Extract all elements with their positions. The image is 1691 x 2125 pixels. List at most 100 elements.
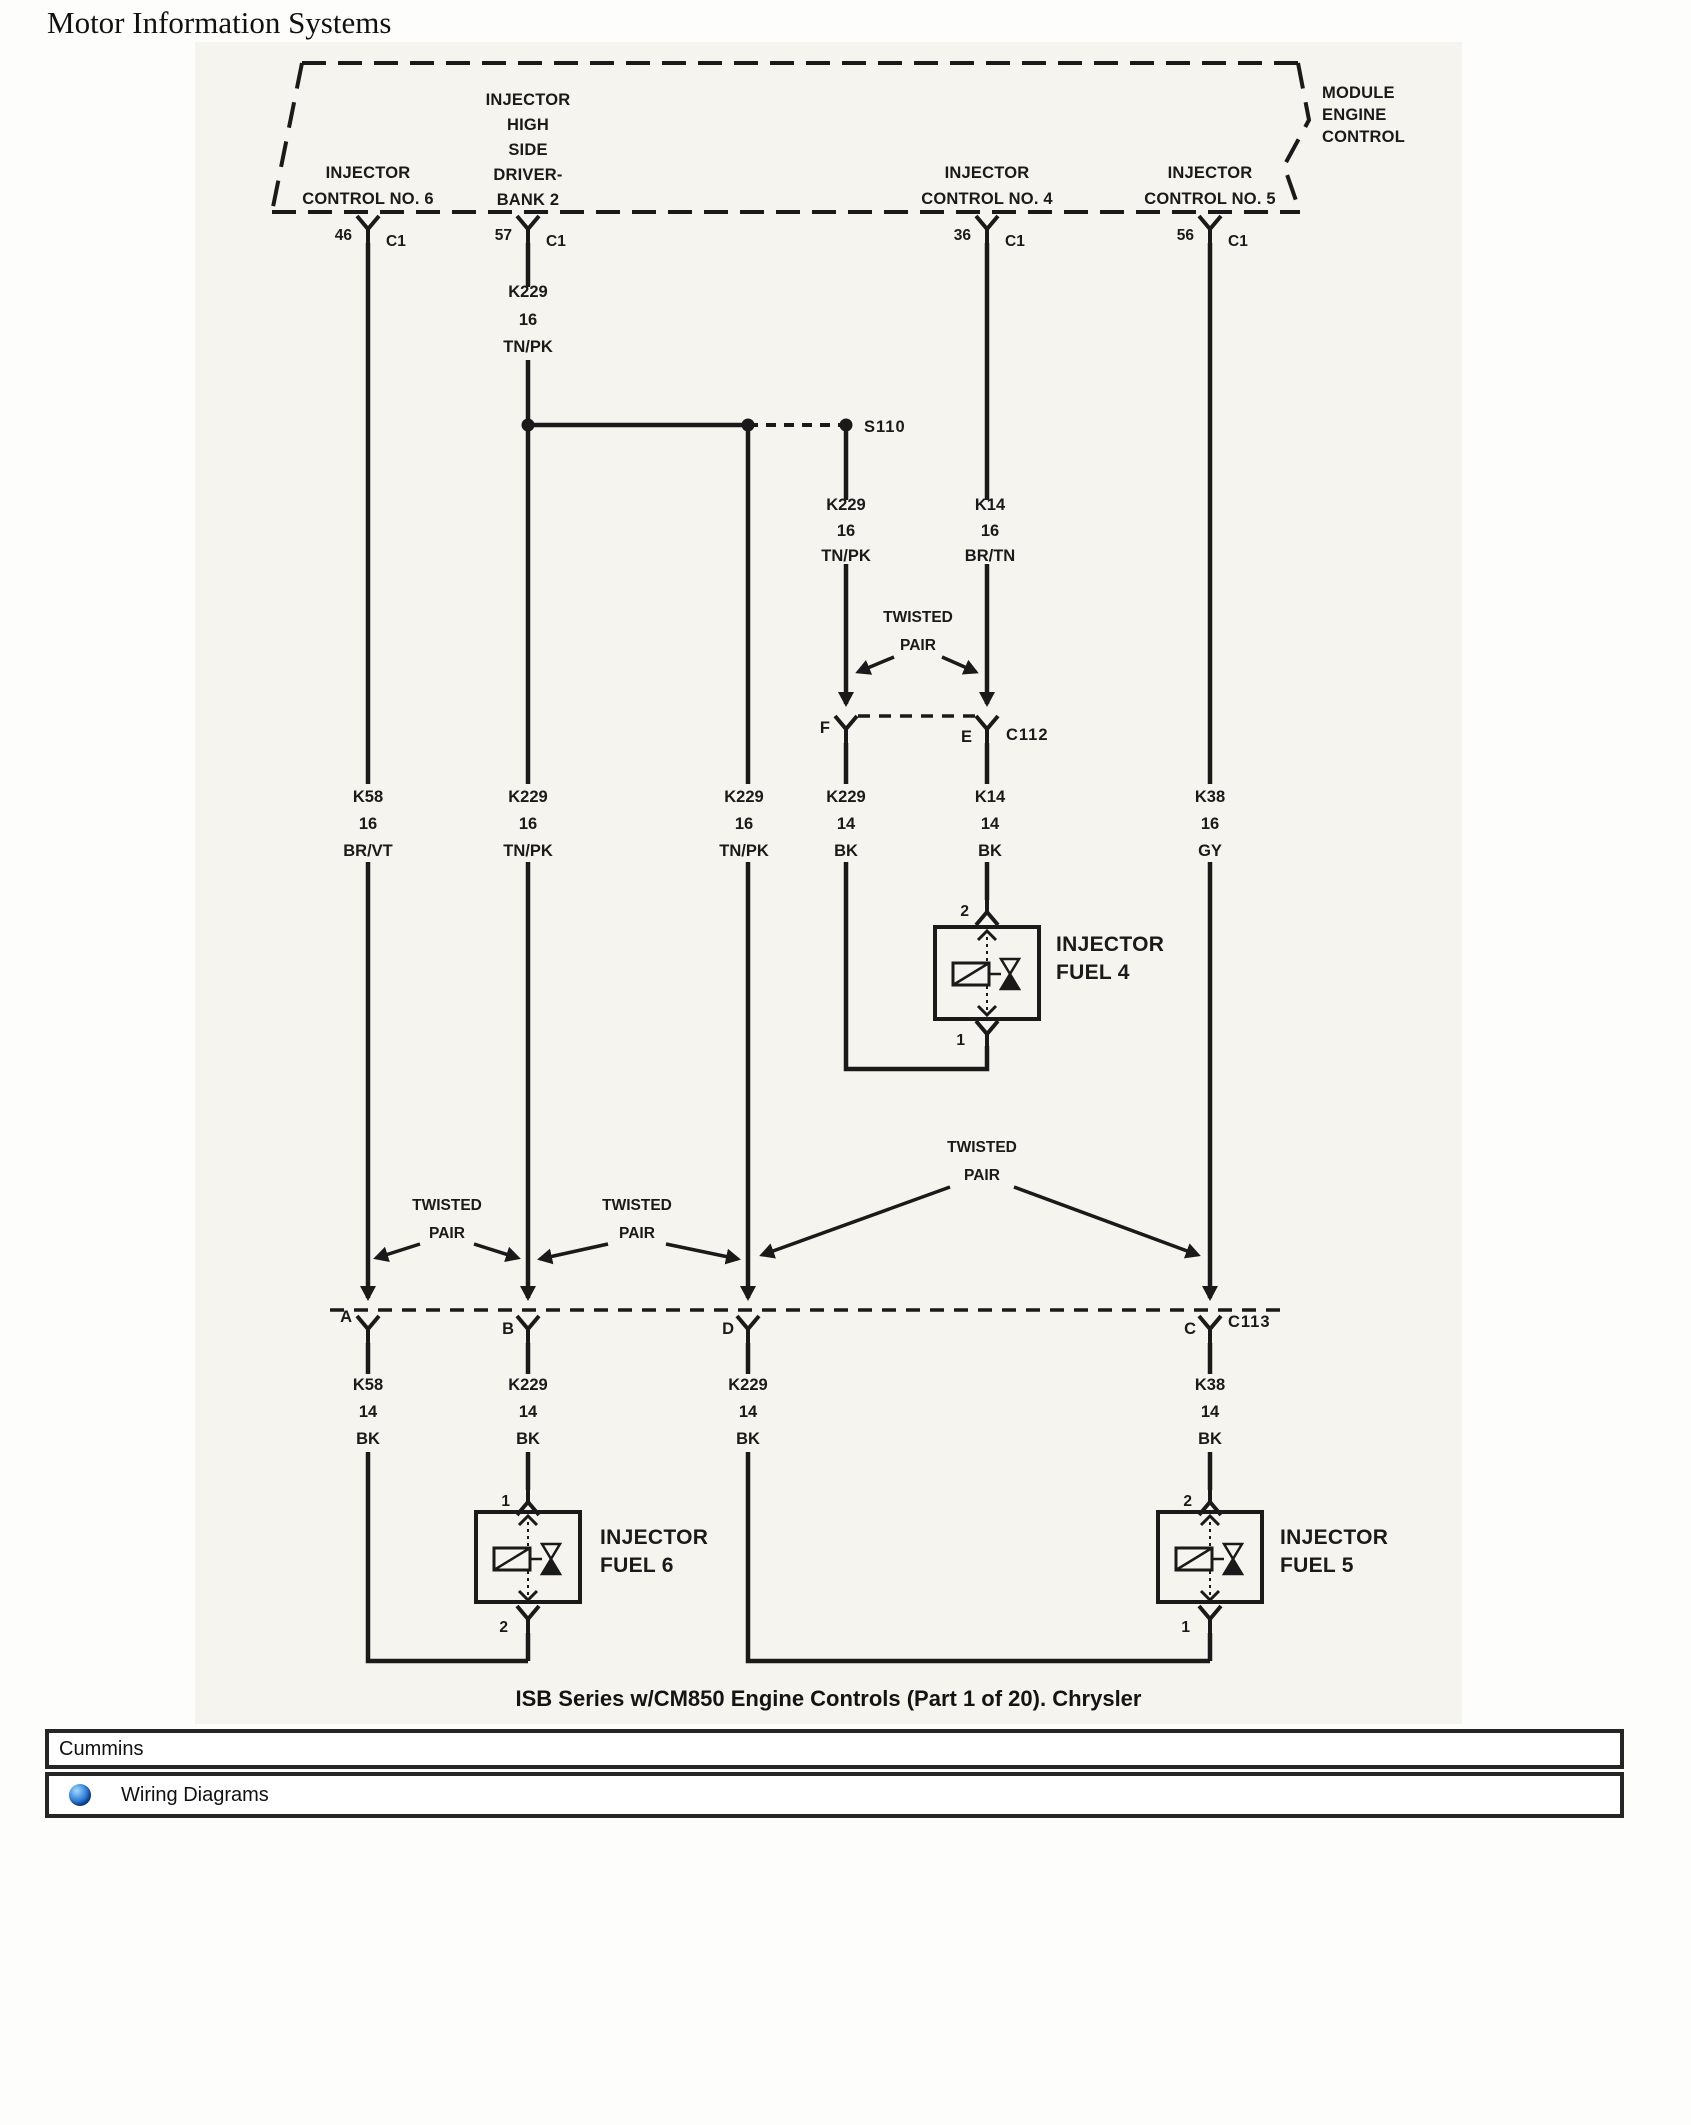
circuit-id: K229	[724, 788, 763, 806]
wire-gauge: 14	[981, 815, 1000, 833]
injector-name: FUEL 4	[1056, 961, 1130, 984]
globe-icon	[69, 1784, 91, 1806]
cavity-letter: E	[961, 728, 972, 746]
wire-color: BK	[356, 1430, 380, 1448]
wire-gauge: 16	[837, 522, 855, 540]
inline-connector-c112: F E C112	[820, 714, 1049, 746]
pin-function-label: HIGH	[507, 116, 549, 134]
wire-color: GY	[1198, 842, 1222, 860]
wire-gauge: 14	[739, 1403, 758, 1421]
pin-function-label: CONTROL NO. 5	[1144, 190, 1276, 208]
wire-label-col3-mid: K229 16 TN/PK	[719, 788, 769, 860]
circuit-id: K14	[975, 496, 1006, 514]
wiring-diagrams-bar[interactable]: Wiring Diagrams	[45, 1772, 1624, 1818]
source-bar: Cummins	[45, 1729, 1624, 1769]
pin-number: 57	[495, 227, 512, 244]
injector-pin-number: 2	[499, 1619, 508, 1636]
ecm-module-label: MODULE ENGINE CONTROL	[1322, 84, 1405, 146]
twisted-pair-label: TWISTED	[602, 1197, 672, 1214]
cavity-letter: F	[820, 719, 830, 737]
wire-label-col3-bottom: K229 14 BK	[728, 1376, 767, 1448]
connector-label: C113	[1228, 1313, 1271, 1331]
wire-color: BK	[834, 842, 858, 860]
wire-label-col2-bottom: K229 14 BK	[508, 1376, 547, 1448]
module-label-line: MODULE	[1322, 84, 1395, 102]
wire-label-col6-bottom: K38 14 BK	[1195, 1376, 1225, 1448]
twisted-pair-label: PAIR	[429, 1225, 465, 1242]
twisted-pair-label: PAIR	[964, 1167, 1000, 1184]
pin-connector: C1	[1228, 233, 1248, 250]
circuit-id: K58	[353, 788, 383, 806]
wire-color: BR/TN	[965, 547, 1015, 565]
pin-connector: C1	[546, 233, 566, 250]
wires	[360, 243, 1218, 1664]
wire-label-col1-mid: K58 16 BR/VT	[343, 788, 393, 860]
wire-color: TN/PK	[719, 842, 769, 860]
cavity-letter: C	[1184, 1320, 1196, 1338]
page-title: Motor Information Systems	[47, 5, 392, 40]
twisted-pair-label: PAIR	[900, 637, 936, 654]
wire-gauge: 14	[519, 1403, 538, 1421]
circuit-id: K58	[353, 1376, 383, 1394]
circuit-id: K229	[826, 496, 865, 514]
pin-function-label: INJECTOR	[1168, 164, 1253, 182]
injector-name: INJECTOR	[1280, 1526, 1388, 1549]
pin-number: 36	[954, 227, 972, 244]
pin-function-label: BANK 2	[497, 191, 560, 209]
twisted-pair-label: PAIR	[619, 1225, 655, 1242]
injector-pin-number: 1	[501, 1493, 510, 1510]
twisted-pair-long: TWISTED PAIR	[759, 1139, 1201, 1259]
circuit-id: K229	[508, 788, 547, 806]
wire-gauge: 16	[359, 815, 377, 833]
wire-gauge: 16	[1201, 815, 1219, 833]
diagram-caption: ISB Series w/CM850 Engine Controls (Part…	[515, 1686, 1142, 1711]
injector-pin-number: 2	[960, 903, 969, 920]
pin-function-label: CONTROL NO. 4	[921, 190, 1053, 208]
wire-label-col2-mid: K229 16 TN/PK	[503, 788, 553, 860]
twisted-pair-label: TWISTED	[947, 1139, 1017, 1156]
circuit-id: K14	[975, 788, 1006, 806]
pin-function-label: INJECTOR	[945, 164, 1030, 182]
wire-gauge: 16	[981, 522, 999, 540]
pin-function-label: DRIVER-	[493, 166, 562, 184]
pin-function-label: INJECTOR	[486, 91, 571, 109]
wire-gauge: 16	[519, 815, 537, 833]
ecm-pin-numbers: 46 C1 57 C1 36 C1 56 C1	[335, 227, 1248, 250]
wire-gauge: 14	[1201, 1403, 1220, 1421]
scan-background	[195, 42, 1462, 1724]
injector-name: FUEL 5	[1280, 1554, 1354, 1577]
circuit-id: K229	[508, 283, 547, 301]
source-label: Cummins	[59, 1737, 144, 1760]
twisted-pair-center: TWISTED PAIR	[537, 1197, 741, 1265]
pin-connector: C1	[1005, 233, 1025, 250]
wire-label-col4-upper: K229 16 TN/PK	[821, 496, 871, 565]
wire-gauge: 16	[519, 311, 537, 329]
twisted-pair-upper: TWISTED PAIR	[855, 609, 979, 675]
wire-label-col4-mid: K229 14 BK	[826, 788, 865, 860]
ecm-pin-labels: INJECTOR CONTROL NO. 6 INJECTOR HIGH SID…	[302, 91, 1276, 209]
connector-label: C112	[1006, 726, 1049, 744]
circuit-id: K229	[728, 1376, 767, 1394]
wire-color: BK	[1198, 1430, 1222, 1448]
wire-label-col5-mid: K14 14 BK	[975, 788, 1006, 860]
twisted-pair-label: TWISTED	[412, 1197, 482, 1214]
cavity-letter: D	[722, 1320, 734, 1338]
wire-color: TN/PK	[503, 338, 553, 356]
wiring-diagram: MODULE ENGINE CONTROL INJECTOR CONTROL N…	[195, 42, 1462, 1724]
splice-label: S110	[864, 418, 906, 436]
wire-label-col5-upper: K14 16 BR/TN	[965, 496, 1015, 565]
circuit-id: K38	[1195, 788, 1225, 806]
wire-color: BK	[516, 1430, 540, 1448]
pin-connector: C1	[386, 233, 406, 250]
injector-pin-number: 1	[1181, 1619, 1190, 1636]
injector-name: FUEL 6	[600, 1554, 674, 1577]
wire-gauge: 14	[359, 1403, 378, 1421]
pin-function-label: CONTROL NO. 6	[302, 190, 434, 208]
cavity-letter: A	[340, 1308, 352, 1326]
circuit-id: K229	[826, 788, 865, 806]
injector-fuel5: 2 1 INJECTOR FUEL 5	[1156, 1486, 1388, 1636]
injector-fuel4: 2 1 INJECTOR FUEL 4	[933, 896, 1164, 1050]
wire-color: BR/VT	[343, 842, 393, 860]
wiring-diagrams-label: Wiring Diagrams	[121, 1783, 269, 1806]
wire-color: TN/PK	[821, 547, 871, 565]
